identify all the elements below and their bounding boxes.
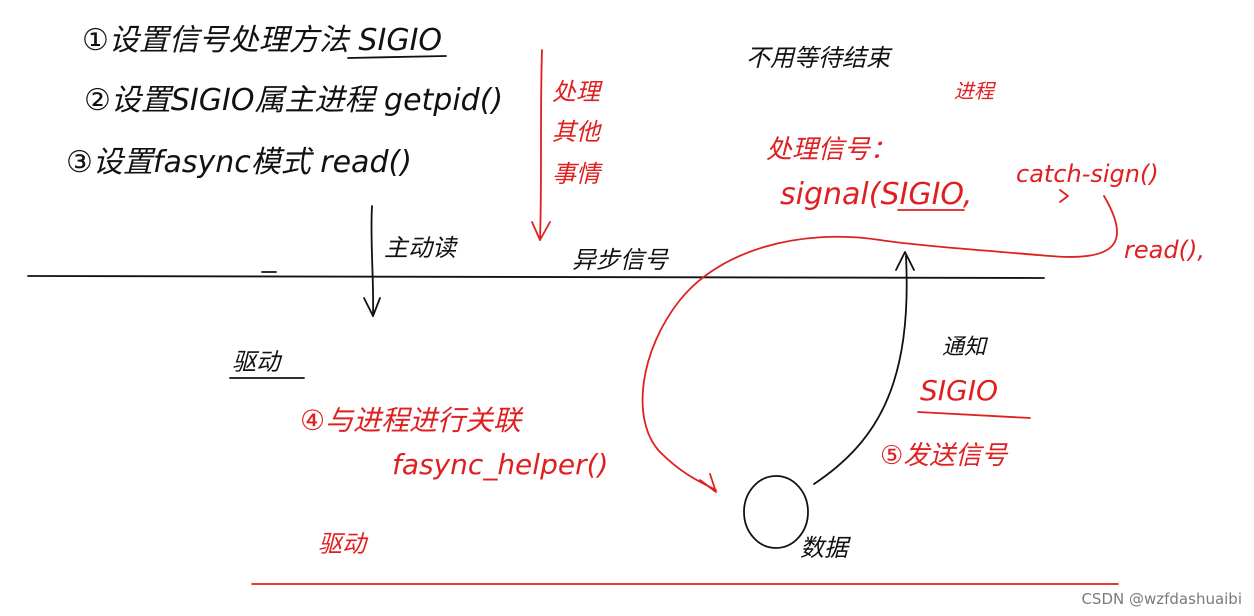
red-flow-curve <box>641 195 1118 491</box>
step1-text: ①设置信号处理方法 SIGIO <box>82 23 442 58</box>
red-process-arrow-head <box>531 221 551 241</box>
step2-text: ②设置SIGIO属主进程 getpid() <box>84 83 503 118</box>
red-column-line2: 其他 <box>552 118 603 146</box>
red-flow-arrow-head <box>699 473 717 493</box>
sigio-underline <box>347 55 447 59</box>
send-signal-label: ⑤发送信号 <box>880 441 1009 471</box>
associate-process-label: ④与进程进行关联 <box>300 404 524 437</box>
catch-sign: catch-sign() <box>1016 160 1159 188</box>
data-circle <box>743 475 809 549</box>
process-label: 进程 <box>954 79 997 103</box>
app-kernel-divider <box>27 275 1045 279</box>
sigio-red-underline <box>917 411 1031 419</box>
read-call: read(), <box>1124 236 1205 264</box>
active-read-arrow-line <box>370 205 375 317</box>
active-read-label: 主动读 <box>384 234 458 262</box>
driver-label-black: 驱动 <box>232 348 283 376</box>
fasync-helper-call: fasync_helper() <box>392 448 608 481</box>
active-read-arrow-head <box>363 297 381 317</box>
notify-arrow-line <box>813 255 908 485</box>
step3-text: ③设置fasync模式 read() <box>66 145 412 180</box>
data-label: 数据 <box>800 534 851 562</box>
red-process-arrow-line <box>539 49 543 241</box>
driver-label-red: 驱动 <box>318 530 369 558</box>
sigio-label: SIGIO <box>920 374 998 407</box>
async-signal-label: 异步信号 <box>572 246 670 274</box>
handle-signal-label: 处理信号： <box>766 135 896 165</box>
catch-sign-bracket <box>1059 189 1069 203</box>
notify-label: 通知 <box>942 335 989 360</box>
notify-arrow-head <box>895 251 915 271</box>
red-column-line1: 处理 <box>552 78 603 106</box>
no-wait-label: 不用等待结束 <box>746 44 893 72</box>
signal-call: signal(SIGIO, <box>780 177 972 212</box>
watermark: CSDN @wzfdashuaibi <box>1081 590 1242 608</box>
red-column-line3: 事情 <box>552 160 603 188</box>
